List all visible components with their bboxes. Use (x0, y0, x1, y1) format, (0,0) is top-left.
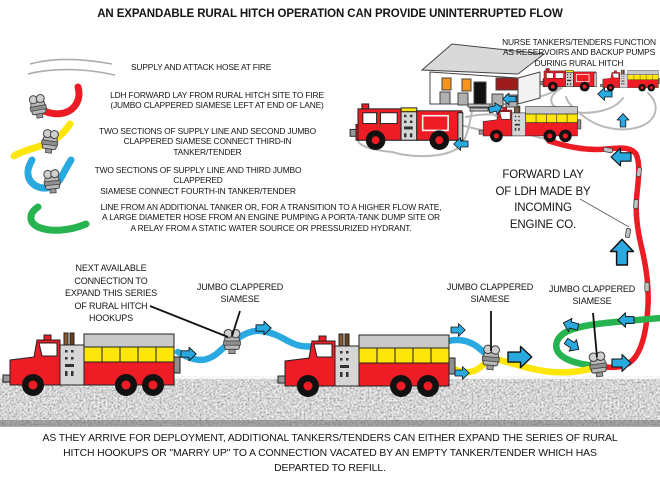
legend-label-additional-tanker-line: LINE FROM AN ADDITIONAL TANKER OR, FOR A… (100, 202, 442, 233)
diagram-title: AN EXPANDABLE RURAL HITCH OPERATION CAN … (97, 8, 563, 20)
house (420, 43, 546, 112)
label-pointer-lines (149, 198, 630, 358)
legend-swatch-red-hose (40, 83, 83, 118)
nurse-tanker-top-right (600, 69, 660, 92)
nurse-tankers-note: NURSE TANKERS/TENDERS FUNCTION AS RESERV… (502, 37, 656, 68)
hose-couplings (602, 146, 650, 292)
bottom-caption: AS THEY ARRIVE FOR DEPLOYMENT, ADDITIONA… (42, 433, 618, 475)
legend-siamese-icon (27, 93, 49, 120)
legend-label-second-jumbo-siamese: TWO SECTIONS OF SUPPLY LINE AND SECOND J… (99, 126, 316, 157)
legend-label-third-jumbo-siamese: TWO SECTIONS OF SUPPLY LINE AND THIRD JU… (94, 165, 302, 196)
fire-engine-top-right (539, 68, 597, 92)
next-connection-note: NEXT AVAILABLE CONNECTION TO EXPAND THIS… (65, 263, 157, 324)
fire-engine-at-fire (349, 103, 464, 151)
legend-label-supply-attack-hose: SUPPLY AND ATTACK HOSE AT FIRE (131, 62, 272, 72)
legend-siamese-icon (39, 128, 60, 155)
jumbo-siamese-label: JUMBO CLAPPERED SIAMESE (548, 284, 636, 306)
jumbo-clappered-siamese-icon (587, 350, 609, 379)
flow-arrow-icon (609, 238, 635, 266)
legend-swatch-gray-hose-lines (27, 58, 116, 76)
blue-supply-hose-left (174, 327, 320, 364)
jumbo-siamese-label: JUMBO CLAPPERED SIAMESE (446, 282, 534, 304)
flow-arrow-icon (450, 323, 466, 337)
green-supply-hose (553, 314, 660, 370)
legend-label-ldh-forward-lay: LDH FORWARD LAY FROM RURAL HITCH SITE TO… (110, 90, 324, 111)
jumbo-siamese-label: JUMBO CLAPPERED SIAMESE (196, 282, 284, 304)
forward-lay-note: FORWARD LAY OF LDH MADE BY INCOMING ENGI… (495, 169, 591, 232)
legend-swatch-green-hose (27, 203, 90, 234)
flow-arrow-icon (616, 113, 630, 128)
flow-arrow-icon (617, 312, 635, 328)
flow-arrow-icon (561, 334, 583, 356)
